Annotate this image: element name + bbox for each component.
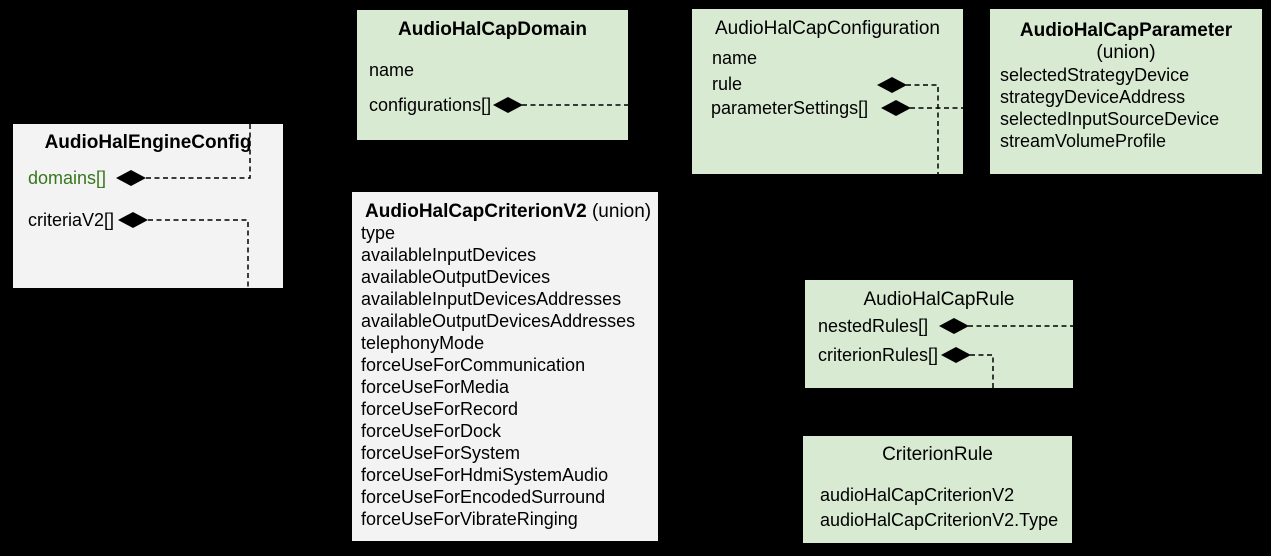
field-force-use-for-encoded-surround: forceUseForEncodedSurround bbox=[361, 487, 606, 507]
field-telephony-mode: telephonyMode bbox=[361, 333, 485, 353]
class-title-union-suffix: (union) bbox=[586, 201, 652, 222]
field-name: name bbox=[369, 60, 415, 80]
field-criteria-v2: criteriaV2[] bbox=[28, 210, 115, 230]
class-subtitle-union: (union) bbox=[1096, 42, 1156, 63]
class-box-audio-hal-cap-domain: AudioHalCapDomain name configurations[] bbox=[357, 10, 628, 140]
field-parameter-settings: parameterSettings[] bbox=[711, 98, 869, 118]
class-box-audio-hal-cap-rule: AudioHalCapRule nestedRules[] criterionR… bbox=[805, 280, 1073, 388]
class-title-main: AudioHalCapCriterionV2 bbox=[365, 201, 587, 222]
field-audio-hal-cap-criterion-v2-type: audioHalCapCriterionV2.Type bbox=[820, 510, 1059, 530]
field-nested-rules: nestedRules[] bbox=[818, 316, 929, 336]
criterion-field-list: type availableInputDevices availableOutp… bbox=[361, 222, 635, 530]
field-force-use-for-vibrate-ringing: forceUseForVibrateRinging bbox=[361, 509, 578, 529]
field-force-use-for-dock: forceUseForDock bbox=[361, 421, 502, 441]
field-criterion-rules: criterionRules[] bbox=[818, 345, 939, 365]
field-selected-input-source-device: selectedInputSourceDevice bbox=[1000, 109, 1220, 129]
field-available-input-devices: availableInputDevices bbox=[361, 245, 537, 265]
field-strategy-device-address: strategyDeviceAddress bbox=[1000, 87, 1186, 107]
class-title: AudioHalEngineConfig bbox=[44, 132, 252, 153]
field-available-output-devices: availableOutputDevices bbox=[361, 267, 551, 287]
class-box-criterion-rule: CriterionRule audioHalCapCriterionV2 aud… bbox=[803, 436, 1072, 543]
class-title: AudioHalCapConfiguration bbox=[715, 18, 940, 39]
field-type: type bbox=[361, 223, 396, 243]
field-rule: rule bbox=[712, 74, 743, 94]
class-box-audio-hal-engine-config: AudioHalEngineConfig domains[] criteriaV… bbox=[13, 124, 283, 288]
field-force-use-for-record: forceUseForRecord bbox=[361, 399, 519, 419]
class-box-audio-hal-cap-criterion-v2: AudioHalCapCriterionV2 (union) type avai… bbox=[352, 192, 658, 541]
field-stream-volume-profile: streamVolumeProfile bbox=[1000, 131, 1167, 151]
class-title: AudioHalCapRule bbox=[863, 289, 1015, 310]
class-title: AudioHalCapDomain bbox=[398, 19, 587, 40]
class-box-audio-hal-cap-parameter: AudioHalCapParameter (union) selectedStr… bbox=[990, 9, 1262, 174]
class-box-audio-hal-cap-configuration: AudioHalCapConfiguration name rule param… bbox=[692, 9, 963, 174]
field-force-use-for-media: forceUseForMedia bbox=[361, 377, 510, 397]
field-force-use-for-hdmi-system-audio: forceUseForHdmiSystemAudio bbox=[361, 465, 609, 485]
class-title: AudioHalCapCriterionV2 (union) bbox=[365, 201, 658, 223]
class-title: CriterionRule bbox=[882, 444, 993, 465]
field-name: name bbox=[712, 48, 758, 68]
field-selected-strategy-device: selectedStrategyDevice bbox=[1000, 65, 1190, 85]
field-audio-hal-cap-criterion-v2: audioHalCapCriterionV2 bbox=[820, 485, 1015, 505]
field-available-output-devices-addresses: availableOutputDevicesAddresses bbox=[361, 311, 636, 331]
field-force-use-for-communication: forceUseForCommunication bbox=[361, 355, 586, 375]
field-configurations: configurations[] bbox=[369, 95, 492, 115]
class-title: AudioHalCapParameter bbox=[1019, 20, 1233, 41]
field-available-input-devices-addresses: availableInputDevicesAddresses bbox=[361, 289, 622, 309]
field-domains: domains[] bbox=[28, 168, 107, 188]
field-force-use-for-system: forceUseForSystem bbox=[361, 443, 521, 463]
